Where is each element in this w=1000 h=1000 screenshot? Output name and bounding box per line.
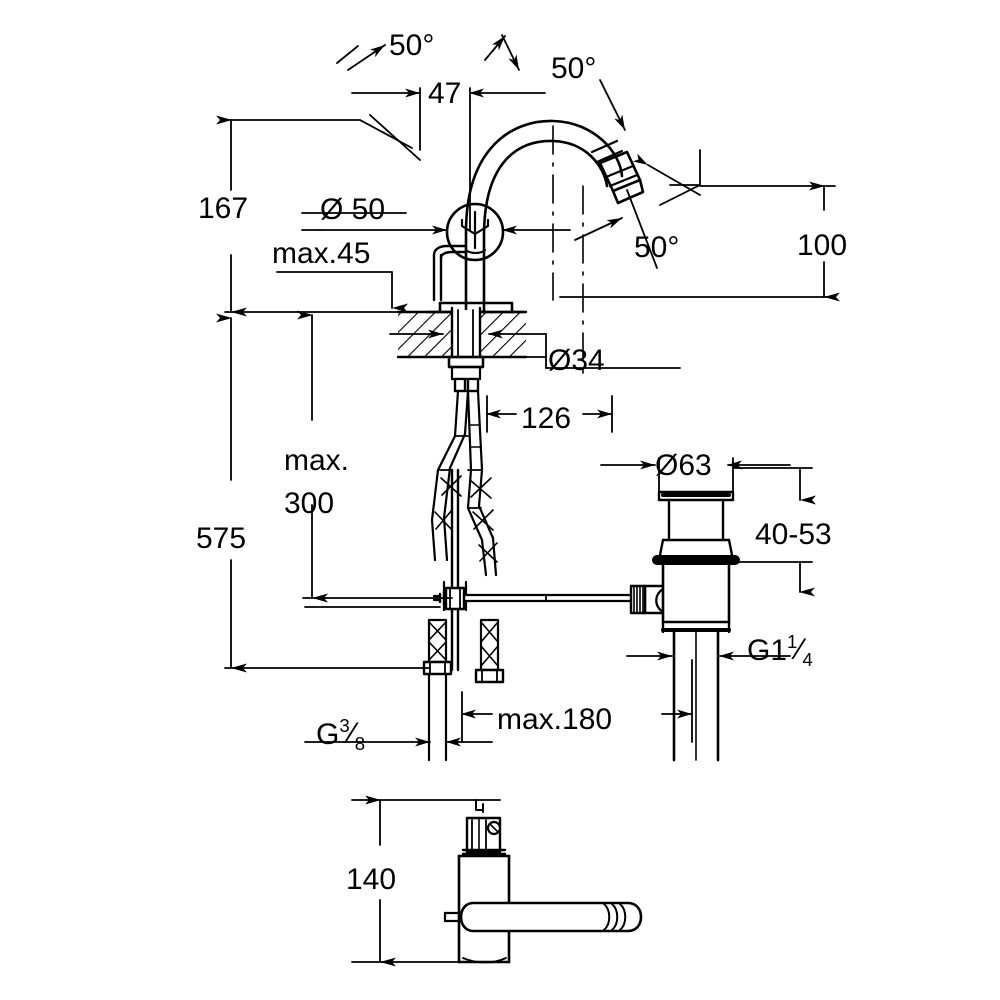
- fraction-denominator-8: 8: [354, 733, 366, 754]
- dimension-label-126: 126: [521, 402, 572, 435]
- dimension-lines-main: [216, 34, 840, 747]
- fixing-nut-assembly: [447, 355, 485, 393]
- thread-designation-g1: G1: [747, 634, 788, 667]
- supply-shank-right: [474, 618, 505, 684]
- popup-waste-assembly: [629, 490, 740, 762]
- dimension-label-max-300-line1: max.: [284, 444, 350, 477]
- handle-detail-view: [351, 795, 643, 967]
- dimension-label-swivel-aerator: 50°: [634, 231, 680, 264]
- dimension-label-swivel-left: 50°: [389, 29, 435, 62]
- dimension-label-max-300-line2: 300: [284, 487, 335, 520]
- dimension-label-diameter-63: Ø63: [655, 449, 712, 482]
- fraction-numerator-3: 3: [339, 715, 350, 736]
- dimension-label-max-180: max.180: [497, 703, 613, 736]
- lever-handle: [432, 244, 468, 302]
- dimension-label-thread-g-3-8: G3⁄8: [316, 715, 366, 754]
- dimension-label-140: 140: [346, 863, 397, 896]
- centre-axis-line: [552, 125, 584, 381]
- dimension-label-diameter-34: Ø34: [548, 344, 605, 377]
- dimension-label-575: 575: [196, 522, 247, 555]
- dimension-label-swivel-right: 50°: [551, 52, 597, 85]
- dimension-label-max-45: max.45: [272, 237, 371, 270]
- thread-designation-g: G: [316, 718, 340, 751]
- dimension-label-thread-g1-1-4: G11⁄4: [747, 631, 813, 670]
- counter-slab: [396, 306, 528, 364]
- dimension-label-167: 167: [198, 192, 249, 225]
- dimension-label-diameter-50: Ø 50: [320, 193, 386, 226]
- dimension-label-40-53: 40-53: [755, 518, 832, 551]
- dimension-label-47: 47: [428, 77, 462, 110]
- fraction-numerator-1: 1: [787, 631, 798, 652]
- dimension-label-100: 100: [797, 229, 848, 262]
- fraction-denominator-4: 4: [802, 649, 813, 670]
- faucet-body-outline: [464, 119, 645, 314]
- supply-shank-left: [422, 618, 453, 762]
- popup-linkage-rod: [432, 586, 638, 611]
- lift-rod: [442, 468, 468, 672]
